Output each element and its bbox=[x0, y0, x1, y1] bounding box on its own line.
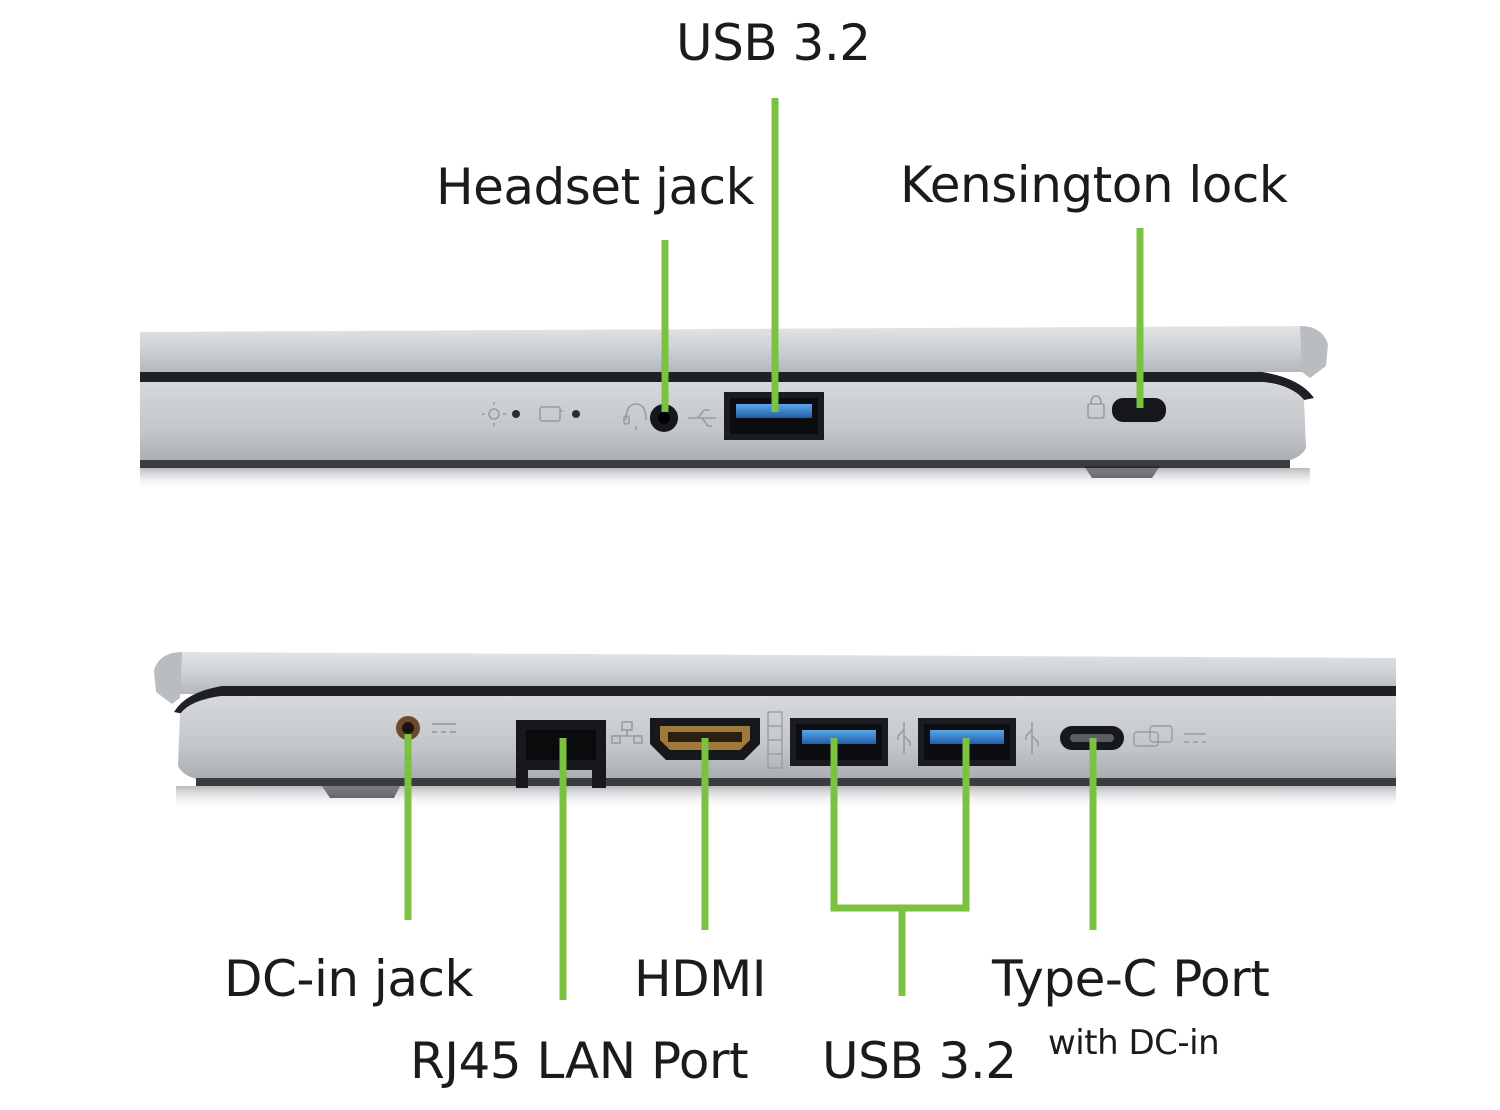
label-headset-jack: Headset jack bbox=[436, 158, 755, 216]
label-dc-in-jack: DC-in jack bbox=[224, 950, 473, 1008]
battery-led bbox=[572, 410, 580, 418]
usb-c-pd-icon bbox=[1133, 725, 1206, 747]
label-kensington-lock: Kensington lock bbox=[900, 156, 1288, 214]
battery-led-icon bbox=[539, 406, 563, 422]
usb-a-port-top bbox=[724, 392, 824, 440]
power-led-icon bbox=[482, 402, 506, 426]
bottom-callout-lines bbox=[404, 734, 1097, 1000]
label-usb-bottom: USB 3.2 bbox=[822, 1032, 1017, 1090]
hdmi-text-icon bbox=[767, 711, 783, 769]
network-icon bbox=[611, 721, 643, 744]
dc-in-jack bbox=[396, 716, 420, 740]
laptop-left-side bbox=[154, 652, 1396, 810]
usb-symbol-icon bbox=[1025, 722, 1039, 754]
label-hdmi: HDMI bbox=[634, 950, 766, 1008]
top-callout-lines bbox=[661, 98, 1144, 412]
label-rj45-lan-port: RJ45 LAN Port bbox=[410, 1032, 749, 1090]
usb-symbol-icon bbox=[688, 409, 716, 427]
lock-icon bbox=[1087, 395, 1105, 419]
label-type-c-port: Type-C Port bbox=[992, 950, 1270, 1008]
power-led bbox=[512, 410, 520, 418]
label-type-c-sub: with DC-in bbox=[1048, 1023, 1220, 1063]
laptop-right-side bbox=[140, 326, 1328, 490]
label-usb-top: USB 3.2 bbox=[676, 14, 871, 72]
kensington-slot bbox=[1112, 398, 1166, 422]
usb-symbol-icon bbox=[897, 722, 911, 754]
usb-a-port-left-1 bbox=[790, 718, 888, 766]
headset-icon bbox=[623, 403, 647, 430]
dc-symbol-icon bbox=[432, 723, 456, 733]
